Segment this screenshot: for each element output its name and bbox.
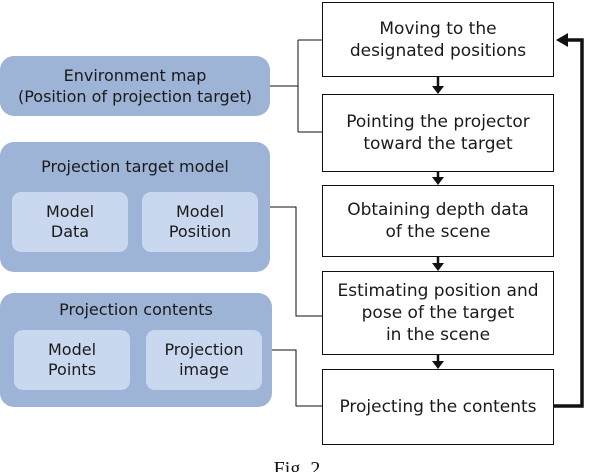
feedback-loop-arrowhead (556, 33, 568, 47)
model-data-box: Model Data (12, 192, 128, 252)
projection-target-model-title: Projection target model (41, 157, 229, 176)
figure-caption: Fig. 2 (273, 458, 321, 472)
step-arrows (432, 76, 444, 369)
model-bracket-connector (258, 206, 322, 317)
feedback-loop-arrow (553, 38, 584, 408)
projection-contents-title: Projection contents (59, 300, 213, 319)
step-pointing-projector: Pointing the projector toward the target (322, 94, 554, 172)
contents-bracket-connector (262, 349, 322, 407)
step-projecting-contents: Projecting the contents (322, 369, 554, 445)
projection-target-model-panel: Projection target model Model Data Model… (0, 142, 270, 272)
env-bracket-connector (270, 39, 322, 133)
environment-map-panel: Environment map (Position of projection … (0, 56, 270, 116)
step-moving-to-positions: Moving to the designated positions (322, 2, 554, 77)
step-estimating-pose: Estimating position and pose of the targ… (322, 271, 554, 355)
projection-image-box: Projection image (146, 330, 262, 390)
environment-map-label: Environment map (Position of projection … (17, 66, 252, 106)
step-obtaining-depth-data: Obtaining depth data of the scene (322, 185, 554, 257)
model-position-box: Model Position (142, 192, 258, 252)
projection-contents-panel: Projection contents Model Points Project… (0, 293, 272, 407)
model-points-box: Model Points (14, 330, 130, 390)
